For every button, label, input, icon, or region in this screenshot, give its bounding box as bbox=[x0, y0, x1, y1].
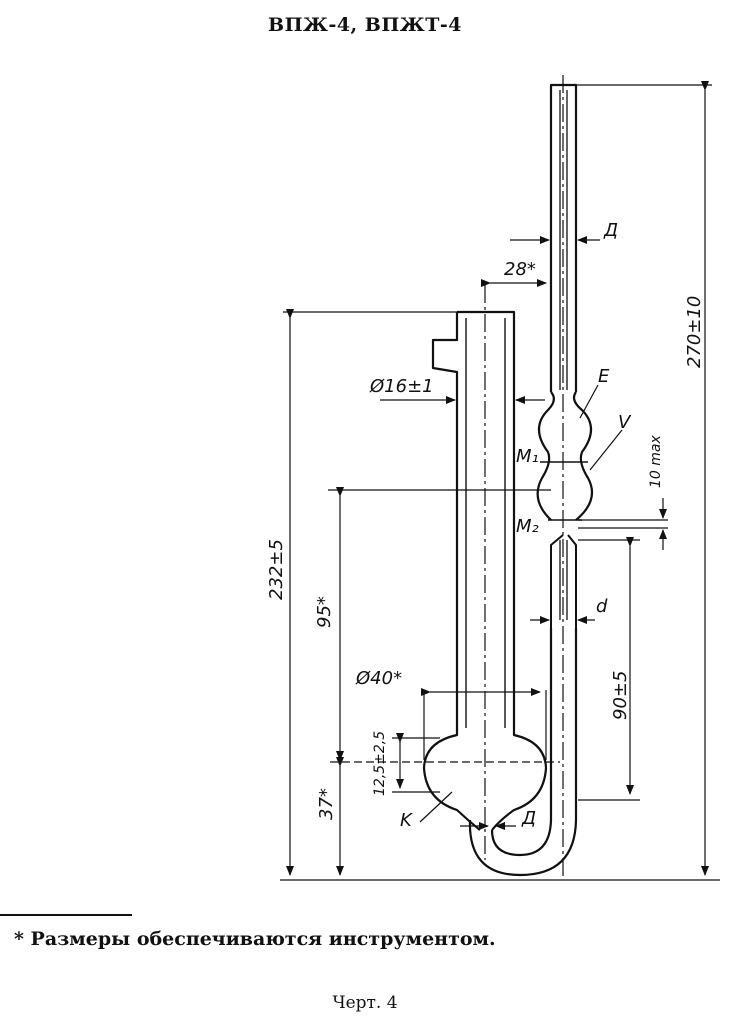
height-95-label: 95* bbox=[314, 596, 335, 628]
height-12-label: 12,5±2,5 bbox=[372, 731, 388, 796]
height-232-label: 232±5 bbox=[266, 539, 287, 600]
dimension-lines bbox=[280, 75, 720, 881]
footnote-rule bbox=[0, 914, 132, 916]
viscometer-drawing: Д 28* 270±10 Ø16±1 E V 10 max M₁ M₂ 232±… bbox=[266, 75, 720, 881]
height-37-label: 37* bbox=[316, 788, 337, 820]
total-height-label: 270±10 bbox=[684, 296, 705, 368]
viscometer-body bbox=[422, 83, 594, 877]
label-k: K bbox=[400, 810, 413, 831]
d-top-label: Д bbox=[603, 220, 618, 241]
footnote: * Размеры обеспечиваются инструментом. bbox=[14, 928, 496, 950]
label-e: E bbox=[598, 366, 610, 387]
figure-caption: Черт. 4 bbox=[332, 993, 398, 1013]
m1-label: M₁ bbox=[516, 446, 539, 467]
gap-28-label: 28* bbox=[504, 259, 536, 280]
m2-label: M₂ bbox=[516, 516, 539, 537]
label-v: V bbox=[618, 412, 632, 433]
drawing-title: ВПЖ-4, ВПЖТ-4 bbox=[268, 14, 462, 36]
diameter-40-label: Ø40* bbox=[355, 668, 402, 689]
ten-max-label: 10 max bbox=[648, 435, 664, 488]
height-90-label: 90±5 bbox=[610, 671, 631, 720]
d-small-label: d bbox=[596, 596, 608, 617]
diameter-16-label: Ø16±1 bbox=[369, 376, 434, 397]
d-bottom-label: Д bbox=[521, 808, 536, 829]
